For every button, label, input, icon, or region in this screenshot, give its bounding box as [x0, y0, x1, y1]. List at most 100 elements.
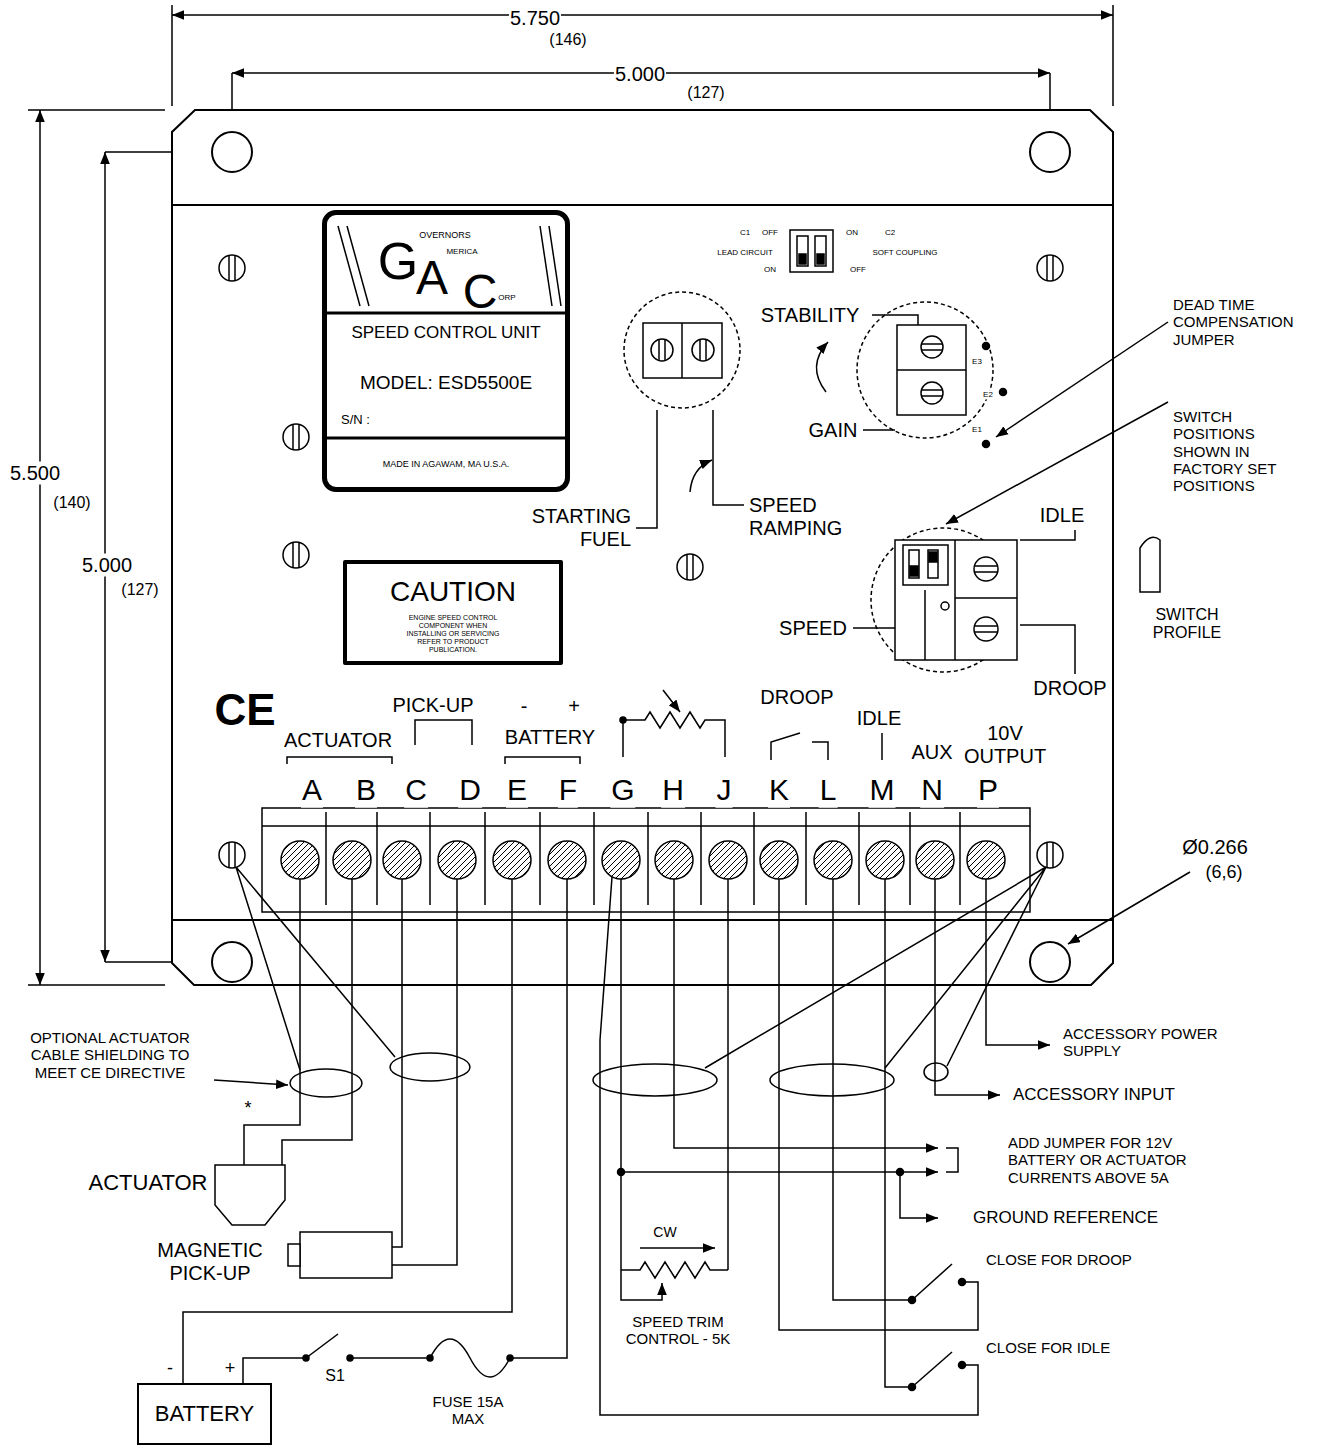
terminal-screw — [493, 841, 531, 879]
speed-idle-droop-potentiometers — [974, 557, 998, 581]
terminal-letter: A — [301, 773, 323, 808]
resistor-symbol — [621, 1262, 728, 1278]
field-wiring — [727, 879, 729, 1270]
caution-heading: CAUTION — [390, 576, 516, 608]
speed-idle-droop-potentiometers — [974, 617, 998, 641]
dimension: (127) — [120, 581, 159, 599]
polarity-sign: + — [224, 1358, 237, 1379]
gain-stability-potentiometers — [921, 382, 943, 404]
part-name: SPEED TRIM CONTROL - 5K — [612, 1313, 744, 1348]
speed-idle-droop-potentiometers — [853, 528, 1160, 674]
fuel-ramp-potentiometers — [692, 339, 714, 361]
speed-idle-droop-potentiometers — [1020, 530, 1075, 540]
model-number: MODEL: ESD5500E — [360, 372, 532, 394]
polarity-sign: - — [166, 1358, 174, 1379]
switch-symbol — [771, 733, 828, 760]
slotted-screw — [219, 255, 1063, 868]
terminal-screw — [383, 841, 421, 879]
mounting-plate — [172, 205, 1113, 920]
terminal-letter: D — [458, 773, 482, 808]
part-name: S1 — [324, 1367, 346, 1385]
fuel-ramp-potentiometers — [651, 339, 673, 361]
terminal-letter: N — [920, 773, 944, 808]
terminal-symbols — [415, 720, 472, 745]
speed-idle-droop-potentiometers — [928, 550, 938, 578]
ce-mark: CE — [213, 685, 276, 736]
fuel-ramp-potentiometers — [690, 460, 712, 492]
fuel-ramp-potentiometers — [643, 323, 722, 378]
fuel-ramp-potentiometers — [624, 292, 740, 408]
dimension-lines — [172, 5, 1113, 106]
terminal-block — [262, 808, 1030, 912]
gain-stability-potentiometers — [921, 344, 943, 396]
dip-switch — [797, 236, 808, 266]
field-wiring — [946, 1148, 958, 1172]
field-wiring — [621, 1270, 662, 1300]
terminal-group: PICK-UP — [391, 694, 474, 717]
part-name: MAGNETIC PICK-UP — [149, 1239, 271, 1285]
gain-stability-potentiometers — [996, 322, 1168, 437]
field-wiring — [674, 879, 938, 1148]
battery-label: BATTERY — [155, 1401, 254, 1426]
switch-symbol — [912, 1264, 952, 1300]
dip-switch — [815, 236, 826, 266]
speed-idle-droop-potentiometers — [941, 602, 949, 610]
gain-stability-potentiometers — [863, 429, 895, 431]
terminal-group: DROOP — [759, 686, 834, 709]
terminal-screw — [916, 841, 954, 879]
field-wiring — [986, 879, 1050, 1045]
terminal-letter: F — [558, 773, 578, 808]
fuel-ramp-potentiometers — [713, 410, 744, 505]
dimension-lines — [28, 5, 1113, 985]
logo-text: OVERNORS — [419, 230, 471, 240]
speed-idle-droop-potentiometers — [909, 550, 919, 578]
pickup-symbol — [288, 1244, 300, 1266]
dimension: 5.500 — [9, 462, 61, 485]
jumper-label: E3 — [971, 357, 983, 366]
terminal-screw — [760, 841, 798, 879]
jumper-label: E2 — [982, 390, 994, 399]
cable-shield — [924, 1063, 948, 1081]
fuel-ramp-potentiometers — [659, 340, 706, 360]
field-wiring — [900, 1172, 938, 1218]
switch-label: C1 — [739, 228, 751, 237]
actuator-symbol — [215, 1165, 285, 1225]
field-wiring — [779, 879, 978, 1330]
shield-wire — [705, 867, 1046, 1068]
logo-letter: G — [378, 232, 418, 292]
logo-letter: A — [416, 250, 448, 305]
speed-idle-droop-potentiometers — [895, 540, 1017, 660]
terminal-symbols — [620, 717, 626, 723]
callout-note: ACCESSORY POWER SUPPLY — [1062, 1025, 1234, 1060]
serial-field: S/N : — [341, 413, 370, 428]
product-label: GOVERNORSAMERICACORPSPEED CONTROL UNITMO… — [322, 210, 570, 492]
fuse-symbol — [430, 1339, 510, 1377]
terminal-screw — [548, 841, 586, 879]
terminal-symbols — [505, 757, 580, 764]
field-wiring — [350, 1357, 430, 1359]
adjustment-label: SPEED RAMPING — [748, 494, 870, 540]
field-wiring — [959, 1279, 966, 1286]
terminal-letter: B — [355, 773, 377, 808]
terminal-group: BATTERY — [504, 726, 596, 749]
dip-switch — [817, 254, 824, 264]
field-wiring — [347, 1355, 353, 1361]
terminal-symbols — [881, 733, 883, 760]
speed-idle-droop-potentiometers — [903, 545, 948, 585]
terminal-symbols — [287, 757, 392, 764]
logo-text: MERICA — [446, 247, 477, 256]
part-name: FUSE 15A MAX — [427, 1393, 509, 1428]
speed-idle-droop-potentiometers — [929, 552, 937, 562]
switch-label: LEAD CIRCUIT — [716, 248, 774, 257]
field-wiring — [244, 879, 300, 1165]
switch-label: OFF — [761, 228, 779, 237]
slotted-screw — [677, 554, 703, 580]
terminal-group: AUX — [910, 741, 953, 764]
field-wiring — [183, 867, 1050, 1415]
field-wiring — [392, 879, 402, 1247]
callout-note: DEAD TIME COMPENSATION JUMPER — [1172, 296, 1324, 348]
field-wiring — [214, 1080, 288, 1085]
gain-stability-potentiometers — [897, 369, 966, 371]
dimension: (140) — [52, 494, 91, 512]
